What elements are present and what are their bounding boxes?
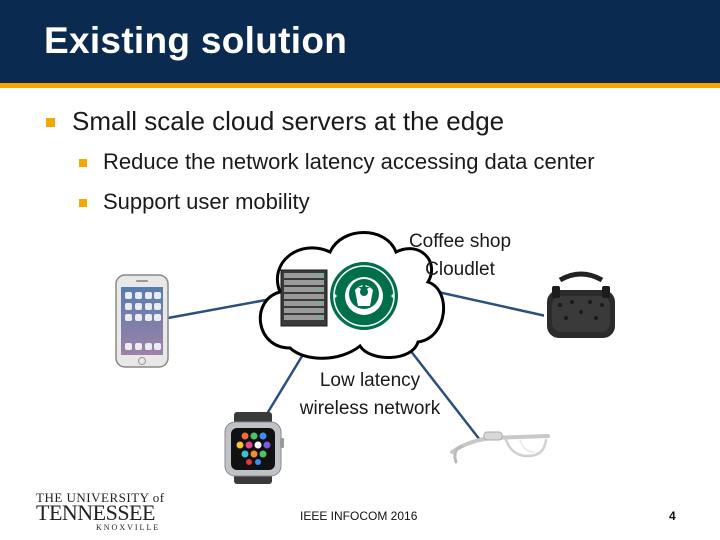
title-underline: [0, 83, 720, 88]
starbucks-logo-icon: [330, 262, 398, 330]
vr-headset-icon: [544, 270, 618, 342]
network-label-line2: wireless network: [299, 398, 441, 419]
watch-app-dots: [236, 432, 271, 465]
bullet-marker: [46, 118, 55, 127]
smartphone-icon: [115, 274, 169, 368]
bullet-sub-mobility-text: Support user mobility: [103, 189, 310, 214]
bullet-sub-latency-text: Reduce the network latency accessing dat…: [103, 149, 595, 174]
cloudlet-label: Coffee shop Cloudlet: [378, 228, 542, 284]
server-rack-icon: [280, 269, 328, 327]
link-watch: [260, 347, 309, 423]
bullet-marker: [79, 199, 87, 207]
slide-title: Existing solution: [44, 20, 348, 61]
title-bar: Existing solution: [0, 0, 720, 88]
university-logo: THE UNIVERSITY of TENNESSEE KNOXVILLE: [36, 490, 166, 532]
page-number: 4: [669, 509, 676, 523]
network-label: Low latency wireless network: [280, 367, 460, 423]
bullet-main: Small scale cloud servers at the edge: [46, 106, 505, 137]
link-phone: [167, 298, 267, 320]
bullet-marker: [79, 159, 87, 167]
cloudlet-label-line1: Coffee shop: [408, 231, 512, 252]
bullet-main-text: Small scale cloud servers at the edge: [72, 106, 505, 136]
logo-line1: THE UNIVERSITY of: [36, 490, 165, 505]
network-label-line1: Low latency: [319, 370, 421, 391]
footer-conference: IEEE INFOCOM 2016: [300, 509, 418, 523]
smart-glasses-icon: [450, 431, 550, 464]
cloudlet-label-line2: Cloudlet: [425, 259, 495, 280]
link-glasses: [409, 349, 481, 441]
logo-line2: TENNESSEE: [36, 500, 155, 525]
bullet-sub-mobility: Support user mobility: [79, 189, 310, 215]
smartwatch-icon: [224, 412, 284, 484]
bullet-sub-latency: Reduce the network latency accessing dat…: [79, 149, 595, 175]
logo-line3: KNOXVILLE: [96, 523, 161, 532]
